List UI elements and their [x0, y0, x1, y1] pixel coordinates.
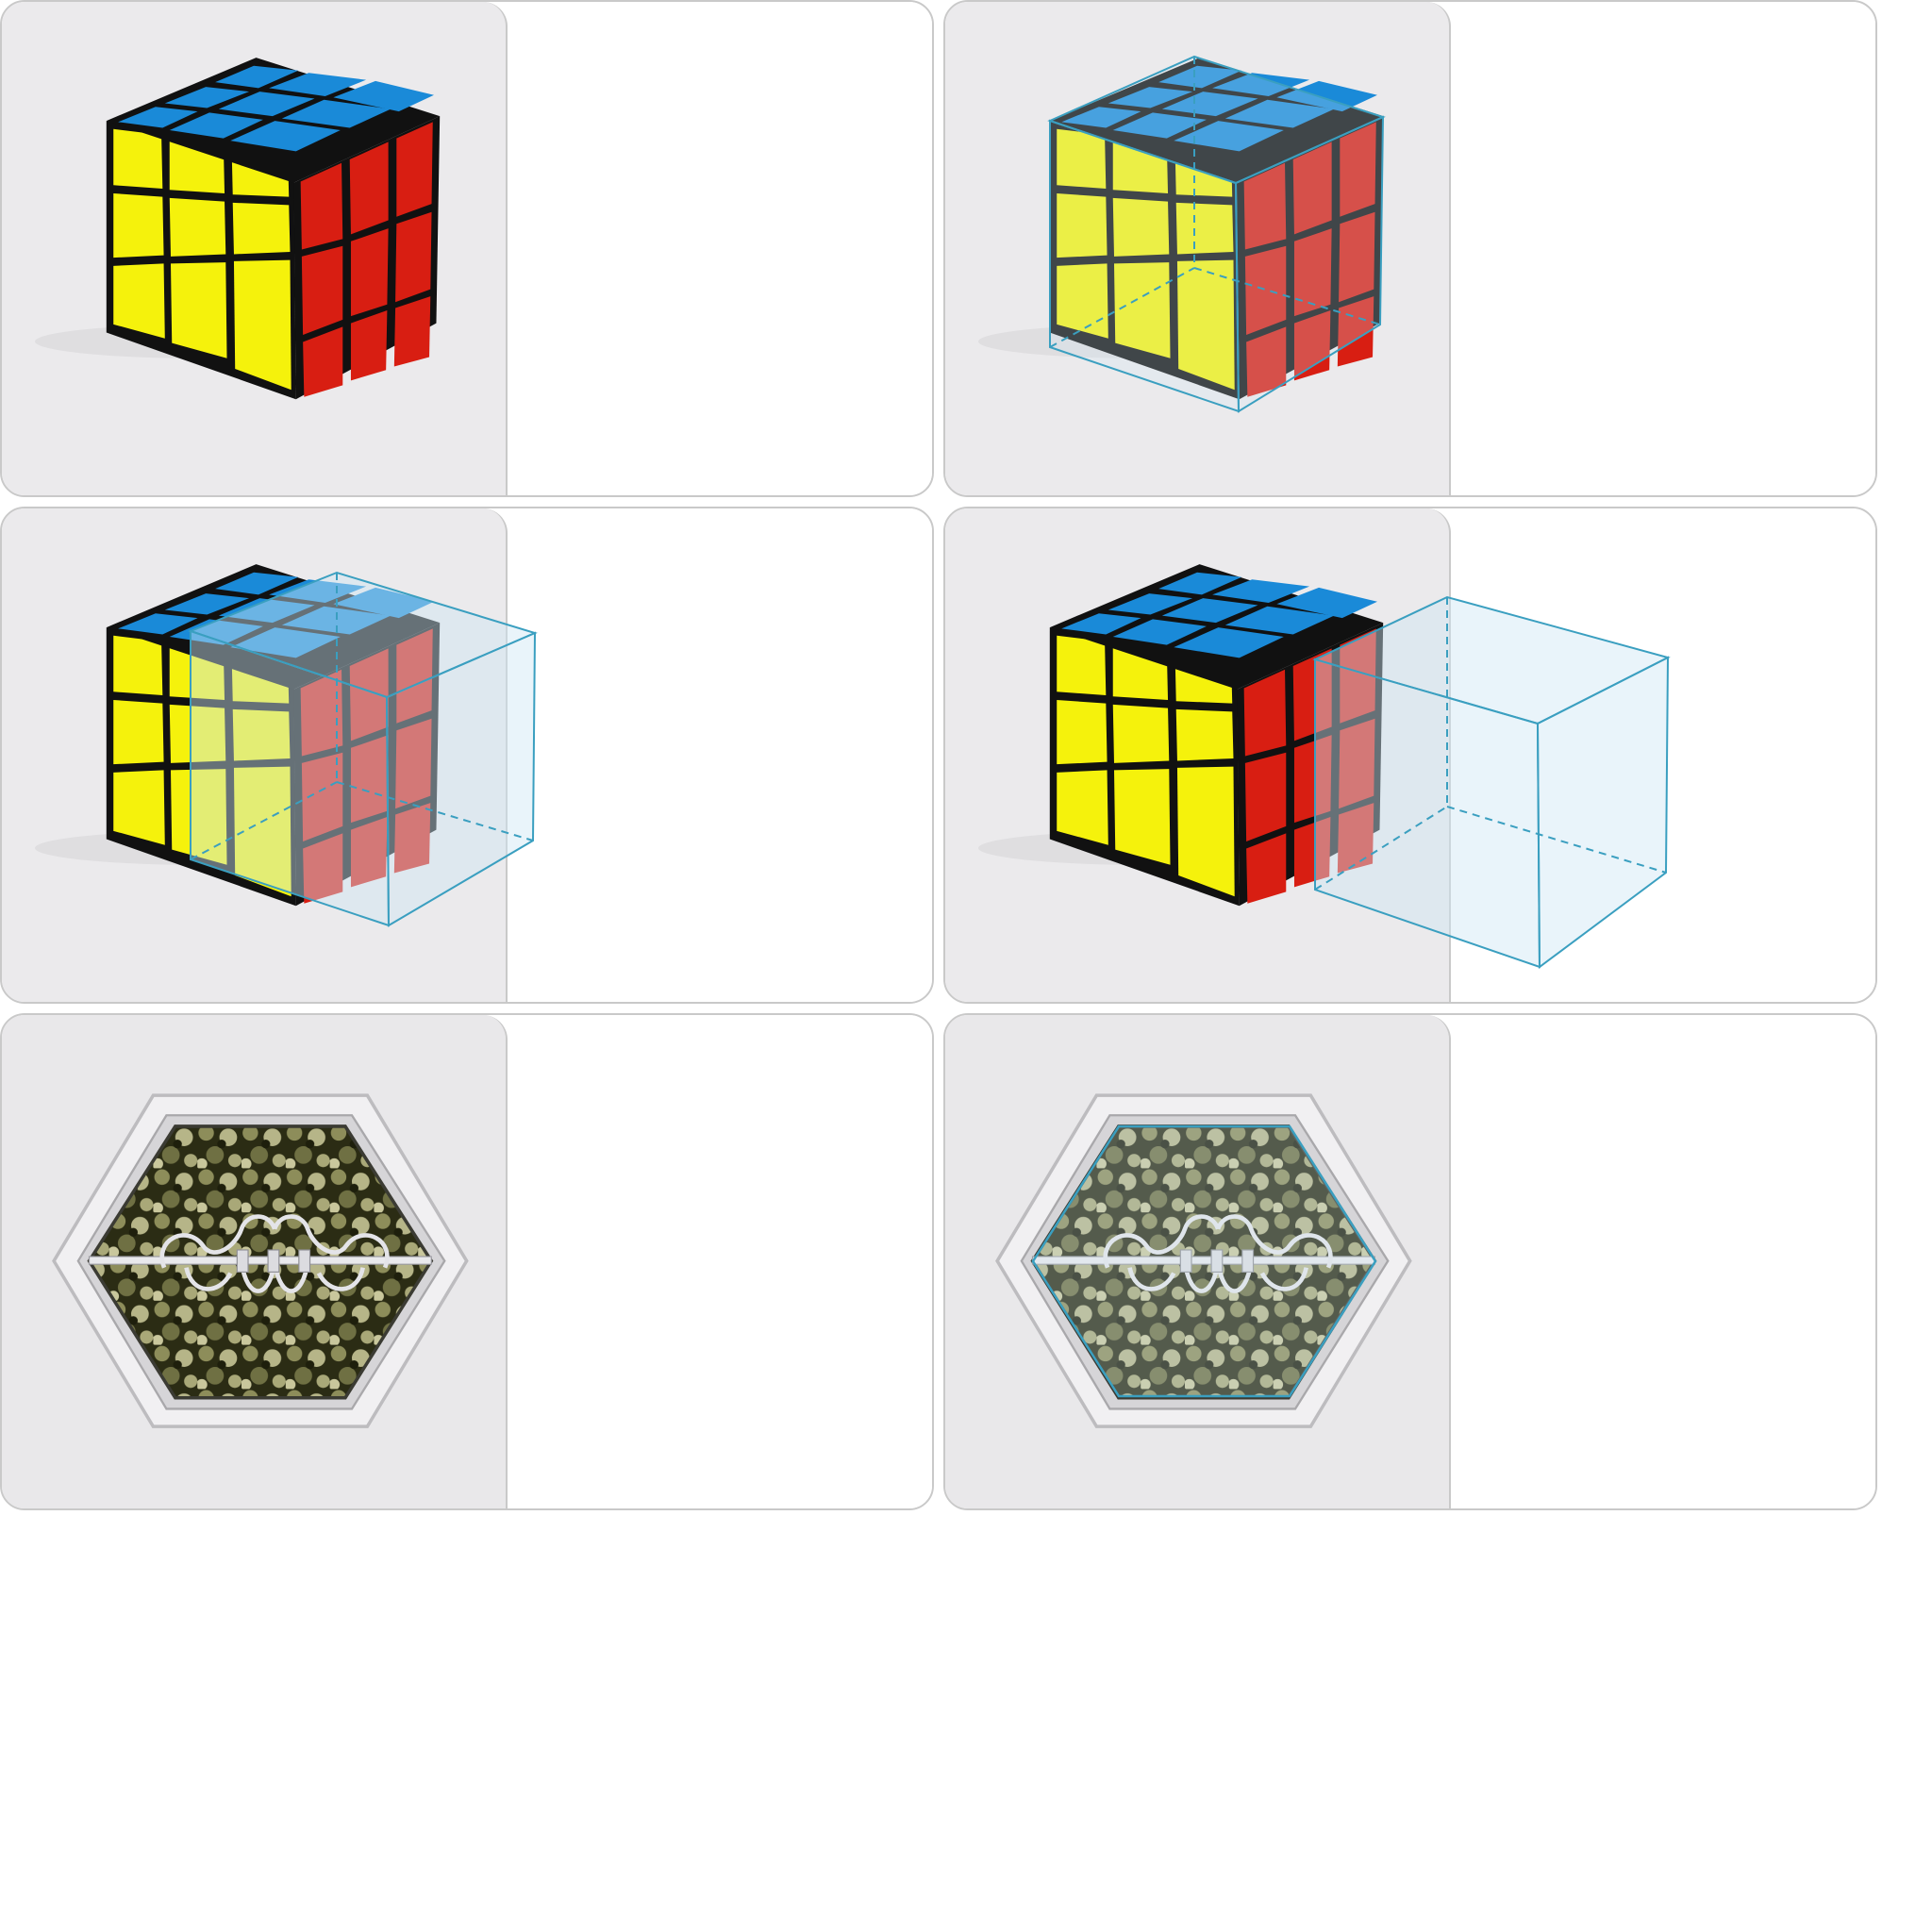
- cube-photo: [2, 2, 508, 495]
- panel-3[interactable]: [0, 507, 934, 1004]
- answer-area: [508, 508, 932, 1002]
- panel-5[interactable]: [0, 1013, 934, 1510]
- answer-area: [1451, 508, 1875, 1002]
- cube-photo: [2, 508, 508, 1002]
- answer-area: [508, 1015, 932, 1508]
- cube-photo: [945, 2, 1451, 495]
- wireframe-cube: [1047, 55, 1386, 413]
- panel-4[interactable]: [943, 507, 1877, 1004]
- rubiks-cube-image: [978, 564, 1384, 907]
- answer-area: [1451, 1015, 1875, 1508]
- window-photo: [2, 1015, 508, 1508]
- hexagon-outline: [1031, 1124, 1377, 1398]
- hexagonal-window-image: [2, 1015, 506, 1508]
- answer-area: [1451, 2, 1875, 495]
- hexagonal-window-image: [945, 1015, 1449, 1508]
- rubiks-cube-image: [35, 58, 441, 400]
- panel-6[interactable]: [943, 1013, 1877, 1510]
- rubiks-cube-image: [35, 564, 441, 907]
- rubiks-cube-image: [978, 55, 1386, 413]
- window-photo: [945, 1015, 1451, 1508]
- cube-photo: [945, 508, 1451, 1002]
- panel-2[interactable]: [943, 0, 1877, 497]
- panel-1[interactable]: [0, 0, 934, 497]
- answer-area: [508, 2, 932, 495]
